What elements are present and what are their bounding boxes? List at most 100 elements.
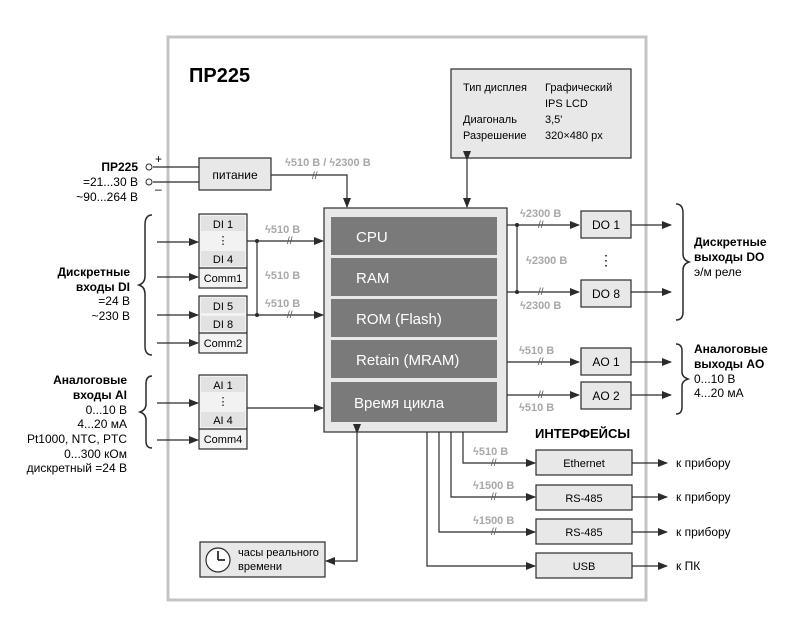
display-value-diag: 3,5': [545, 114, 562, 126]
ai4-label: AI 4: [213, 415, 233, 427]
power-block: [198, 157, 272, 191]
display-value-type: Графический: [545, 82, 612, 94]
rtc-label-1: часы реального: [238, 547, 319, 559]
cpu-block-retain: [331, 340, 497, 378]
comm4-label: Comm4: [204, 434, 243, 446]
terminal-minus-icon: [145, 178, 153, 186]
clock-icon: [205, 547, 231, 573]
terminal-plus-icon: [145, 163, 153, 171]
do1-block: [580, 210, 632, 239]
ao-label-4: 4...20 мА: [694, 386, 744, 400]
do-brace: [675, 203, 692, 321]
device-frame: [166, 35, 648, 602]
ai-label-1: Аналоговые: [53, 373, 127, 387]
ai-label-4: 4...20 мА: [77, 417, 127, 431]
ao2-block: [580, 381, 632, 410]
ao2-label: AO 2: [592, 389, 620, 403]
ao-iso-2: ϟ510 В: [519, 402, 554, 414]
do1-label: DO 1: [592, 218, 620, 232]
ao-iso-1: ϟ510 В: [519, 345, 554, 357]
minus-sign: –: [155, 182, 162, 196]
ai1-label: AI 1: [213, 380, 233, 392]
svg-text://: //: [538, 357, 544, 368]
ellipsis-icon: ⋮: [599, 252, 613, 268]
ethernet-target: к прибору: [676, 456, 731, 470]
device-title: ПР225: [189, 65, 250, 87]
do-label-1: Дискретные: [694, 235, 767, 249]
svg-text://: //: [491, 458, 497, 469]
isolation-mark-icon: //: [312, 171, 318, 182]
rtc-label-2: времени: [238, 561, 282, 573]
ao-brace: [675, 343, 691, 415]
di4-label: DI 4: [213, 254, 233, 266]
retain-label: Retain (MRAM): [356, 352, 459, 369]
power-iso-label: ϟ510 В / ϟ2300 В: [285, 157, 371, 169]
cpu-label: CPU: [356, 229, 388, 246]
display-label-res: Разрешение: [463, 130, 527, 142]
eth-iso: ϟ510 В: [473, 446, 508, 458]
svg-text://: //: [491, 492, 497, 503]
do-iso-1: ϟ2300 В: [520, 208, 561, 220]
ai-label-7: дискретный =24 В: [27, 461, 127, 475]
display-value-type2: IPS LCD: [545, 98, 588, 110]
rs485-2-block: [535, 518, 633, 545]
di5-label: DI 5: [213, 301, 233, 313]
do-iso-2: ϟ2300 В: [526, 255, 567, 267]
display-value-res: 320×480 px: [545, 130, 603, 142]
ao-label-3: 0...10 В: [694, 372, 735, 386]
rom-label: ROM (Flash): [356, 311, 442, 328]
power-section: ПР225 =21...30 В ~90...264 В + – питание…: [76, 152, 371, 208]
di-iso-2: ϟ510 В: [265, 270, 300, 282]
di-label-1: Дискретные: [58, 265, 131, 279]
cycle-label: Время цикла: [354, 395, 445, 412]
svg-text://: //: [538, 390, 544, 401]
ai-section: Аналоговые входы AI 0...10 В 4...20 мА P…: [27, 373, 324, 475]
di-iso-3: ϟ510 В: [265, 298, 300, 310]
do-label-2: выходы DO: [694, 250, 764, 264]
comm2-label: Comm2: [204, 338, 243, 350]
ram-label: RAM: [356, 270, 389, 287]
ai-label-6: 0...300 кОм: [64, 447, 127, 461]
svg-text://: //: [538, 220, 544, 231]
comm1-label: Comm1: [204, 273, 243, 285]
ethernet-label: Ethernet: [563, 458, 605, 470]
plus-sign: +: [155, 152, 162, 166]
bolt-icon: ϟ: [285, 157, 291, 169]
rs485-2-target: к прибору: [676, 525, 731, 539]
di-label-3: =24 В: [98, 294, 130, 308]
do-label-3: э/м реле: [694, 265, 742, 279]
svg-text://: //: [538, 287, 544, 298]
usb-target: к ПК: [676, 559, 700, 573]
rs485-1-iso: ϟ1500 В: [473, 480, 514, 492]
cpu-block-rom: [331, 299, 497, 337]
di8-label: DI 8: [213, 319, 233, 331]
ellipsis-icon: ⋮: [218, 396, 229, 408]
rs485-2-iso: ϟ1500 В: [473, 515, 514, 527]
do-iso-3: ϟ2300 В: [520, 300, 561, 312]
rs485-1-target: к прибору: [676, 490, 731, 504]
svg-text://: //: [287, 310, 293, 321]
ethernet-block: [535, 449, 633, 476]
ai-label-2: входы AI: [73, 388, 127, 402]
do8-block: [580, 279, 632, 308]
svg-text://: //: [287, 236, 293, 247]
display-label-type: Тип дисплея: [463, 82, 527, 94]
cpu-block-ram: [331, 258, 497, 296]
power-label-ac: ~90...264 В: [76, 190, 138, 204]
rs485-2-label: RS-485: [565, 527, 602, 539]
rtc-section: часы реального времени: [199, 424, 361, 578]
ao1-label: AO 1: [592, 355, 620, 369]
svg-text://: //: [491, 527, 497, 538]
cpu-module: CPU RAM ROM (Flash) Retain (MRAM) Время …: [323, 207, 508, 433]
do8-label: DO 8: [592, 287, 620, 301]
power-label-dc: =21...30 В: [83, 175, 138, 189]
ao-label-1: Аналоговые: [694, 342, 768, 356]
power-label-title: ПР225: [101, 160, 138, 174]
di-iso-1: ϟ510 В: [265, 224, 300, 236]
ai-label-5: Pt1000, NTC, PTC: [27, 432, 127, 446]
di-section: Дискретные входы DI =24 В ~230 В DI 1 ⋮ …: [58, 213, 324, 356]
di-label-2: входы DI: [76, 280, 130, 294]
interfaces-section: ИНТЕРФЕЙСЫ // // // ϟ510 В ϟ1500 В ϟ1500…: [426, 426, 731, 579]
usb-block: [535, 552, 633, 579]
